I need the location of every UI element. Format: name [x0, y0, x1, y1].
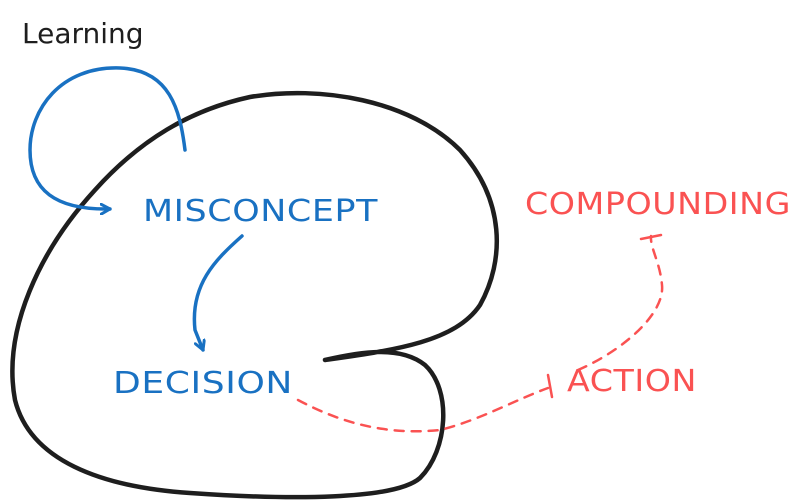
compounding-label: COMPOUNDING [525, 187, 791, 222]
action-to-compounding-dashed-line [576, 234, 664, 372]
misconcept-to-decision-arrow [192, 234, 244, 352]
learning-loop-arrow [28, 66, 187, 209]
compounding-tick-mark [639, 233, 663, 241]
misconcept-label: MISCONCEPT [143, 194, 378, 229]
action-label: ACTION [567, 364, 697, 399]
action-tick-mark [546, 373, 554, 399]
learning-label: Learning [22, 17, 144, 50]
decision-to-action-dashed-line [296, 386, 550, 433]
mind-boundary-shape [10, 90, 500, 500]
decision-label: DECISION [113, 366, 293, 401]
